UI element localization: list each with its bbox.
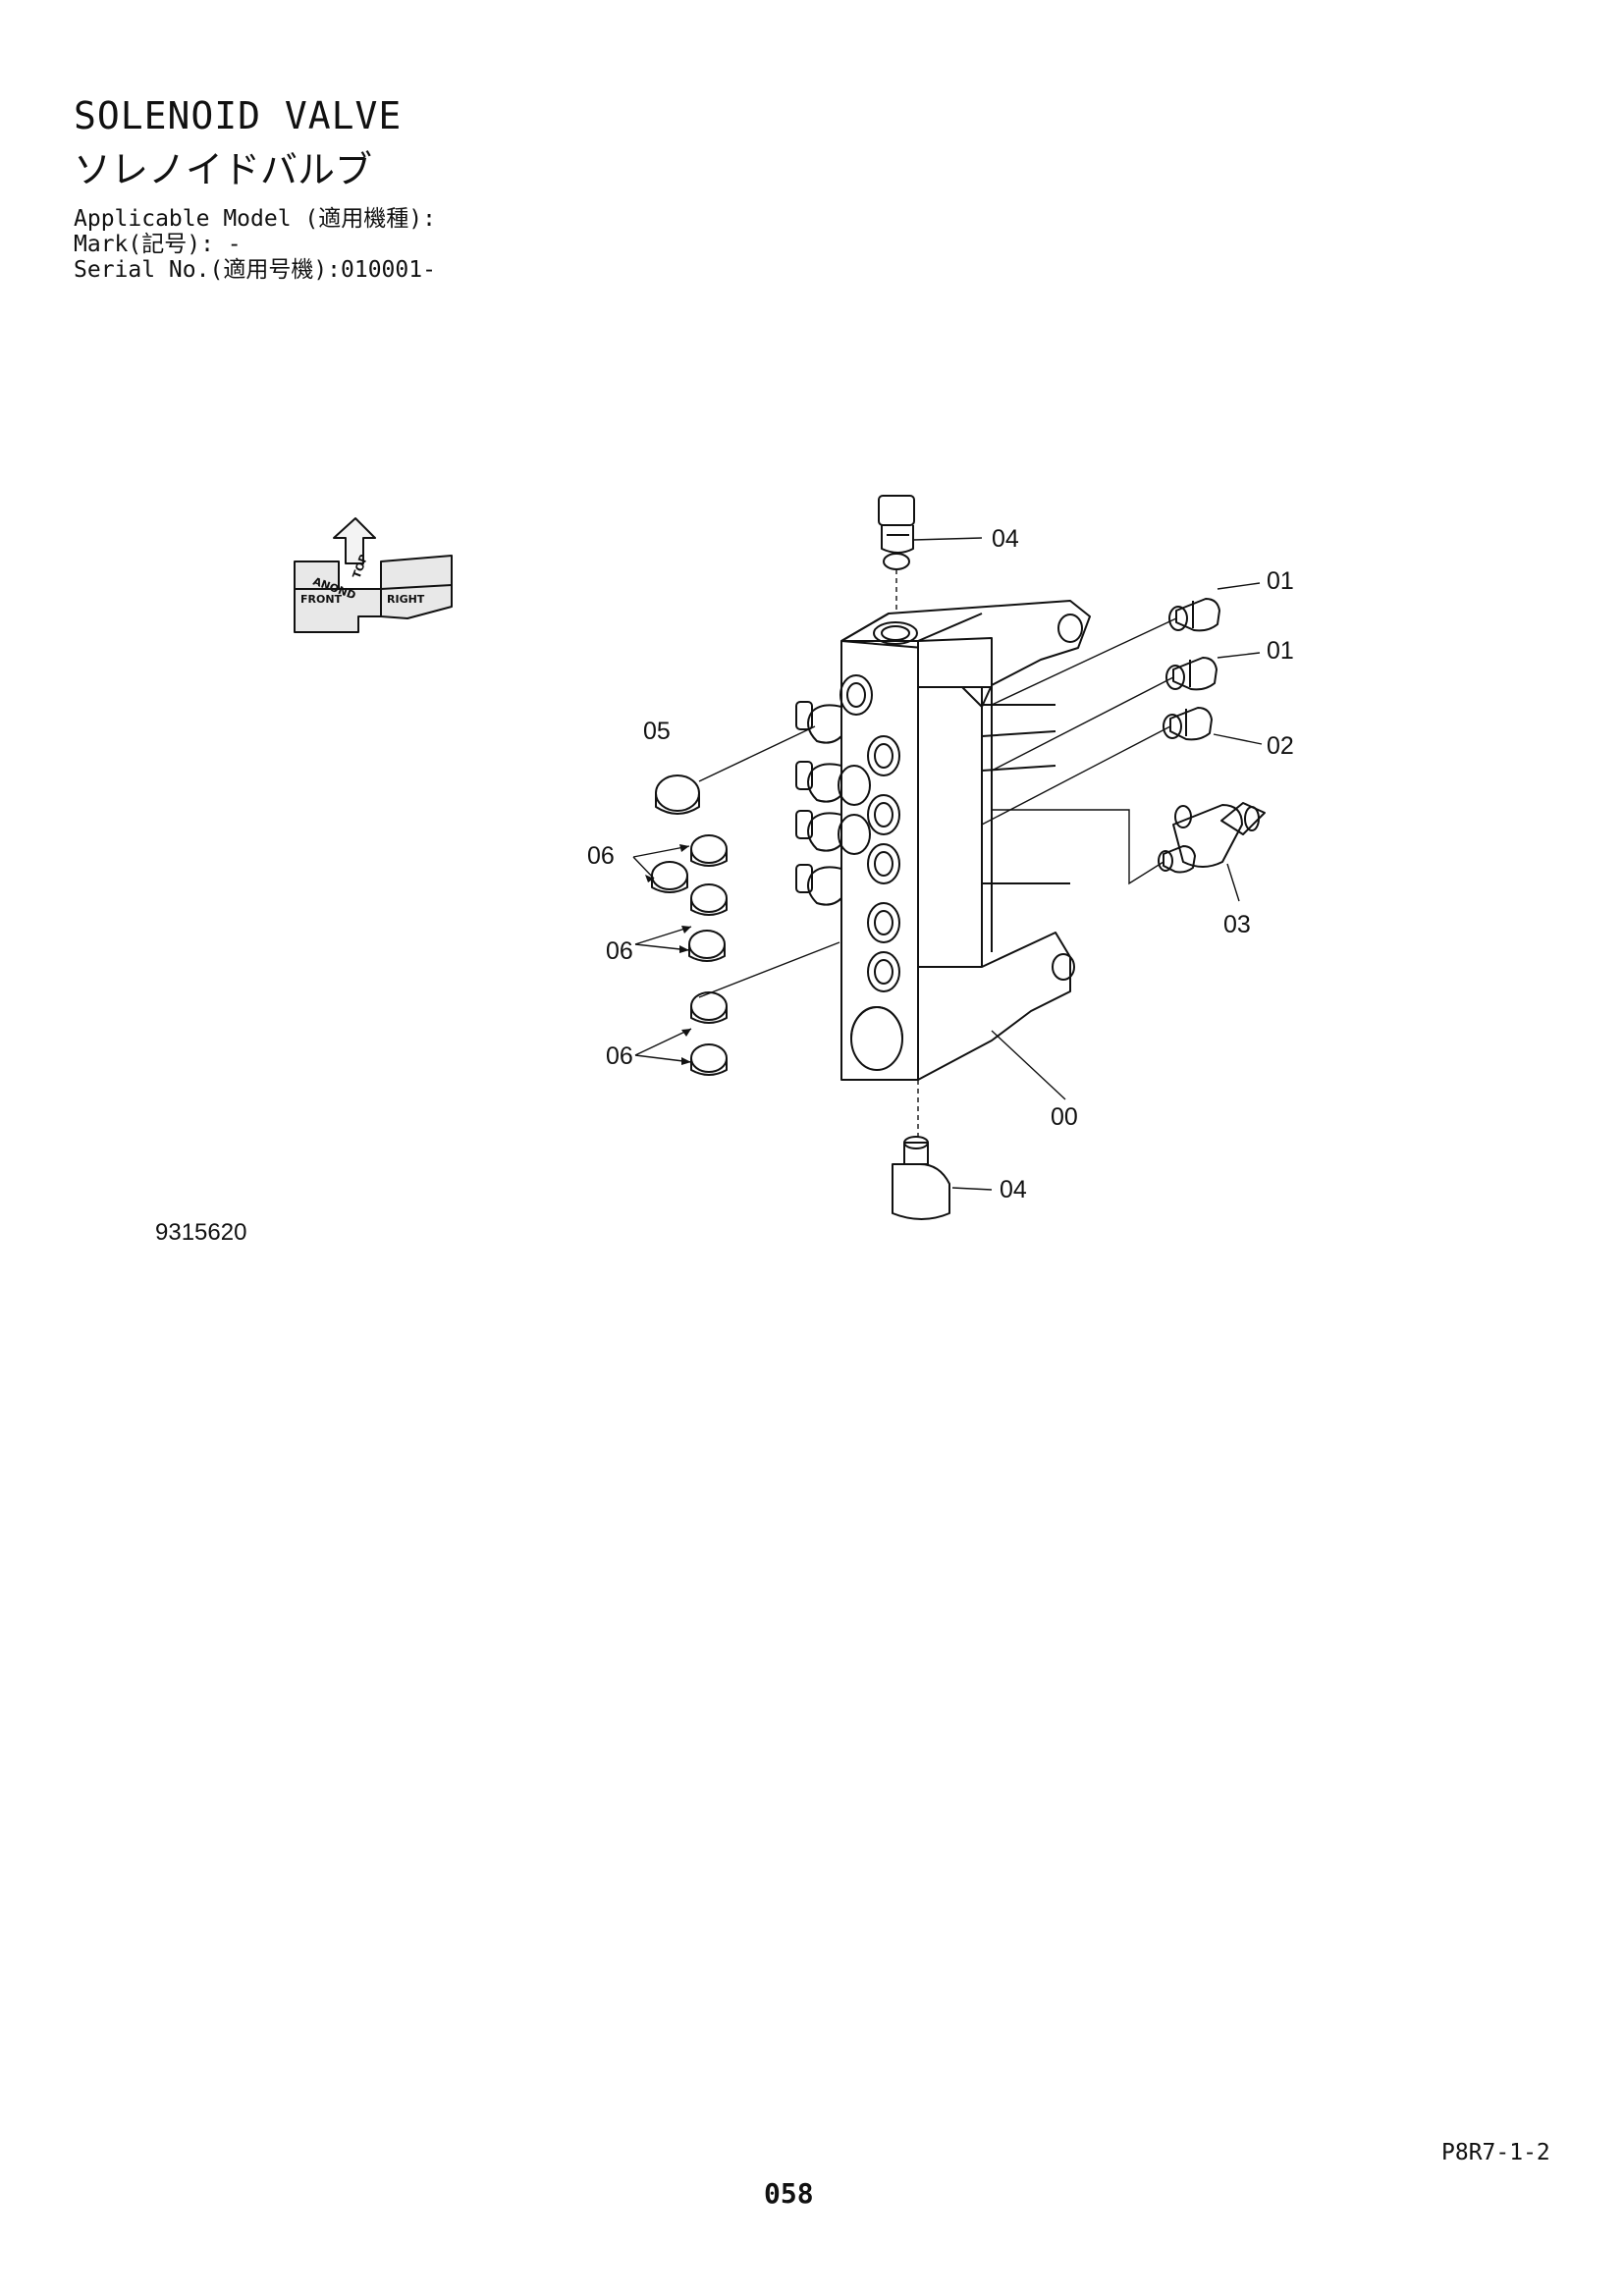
fitting-04-bottom — [892, 1136, 950, 1220]
fitting-02 — [1163, 707, 1213, 741]
plug-05 — [655, 774, 700, 815]
callout-01a: 01 — [1267, 567, 1294, 595]
page-code: P8R7-1-2 — [1441, 2140, 1550, 2165]
title-english: SOLENOID VALVE — [74, 94, 403, 137]
callout-01b: 01 — [1267, 637, 1294, 665]
callout-03: 03 — [1223, 911, 1251, 938]
mark: Mark(記号): - — [74, 232, 242, 257]
fitting-01a — [1168, 598, 1220, 632]
callout-06c: 06 — [606, 1042, 633, 1070]
leader-lines — [632, 537, 1263, 1191]
callout-04-top: 04 — [992, 525, 1019, 553]
leader-arrowheads — [645, 844, 691, 1065]
fitting-04-top — [878, 495, 915, 570]
callout-05: 05 — [643, 718, 671, 745]
callout-04-bottom: 04 — [1000, 1176, 1027, 1203]
page-number: 058 — [764, 2177, 814, 2210]
serial-number: Serial No.(適用号機):010001- — [74, 257, 436, 283]
tee-fitting-03 — [1158, 802, 1266, 874]
callout-06a: 06 — [587, 842, 615, 870]
figure-id: 9315620 — [155, 1219, 247, 1246]
orientation-arrow-icon: FRONT RIGHT TOP ANOND — [294, 517, 453, 633]
plugs-06 — [651, 834, 728, 1076]
applicable-model: Applicable Model (適用機種): — [74, 206, 436, 232]
title-japanese: ソレノイドバルブ — [74, 148, 373, 191]
callout-06b: 06 — [606, 937, 633, 965]
callout-02: 02 — [1267, 732, 1294, 760]
fitting-01b — [1165, 657, 1218, 691]
orientation-front-label: FRONT — [300, 593, 343, 606]
valve-block — [795, 600, 1091, 1081]
orientation-right-label: RIGHT — [387, 593, 425, 606]
callout-00: 00 — [1051, 1103, 1078, 1131]
